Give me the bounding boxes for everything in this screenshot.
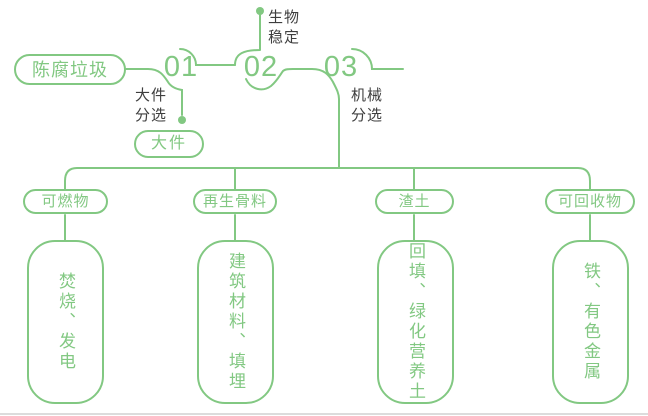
disposal-text: 焚烧、发电 xyxy=(56,272,75,372)
category-label: 可燃物 xyxy=(41,193,90,210)
disposal-text: 回填、绿化营养土 xyxy=(406,242,425,402)
line-step03-drop xyxy=(311,68,340,169)
step-number-01: 01 xyxy=(163,51,199,83)
branch-rail xyxy=(64,167,591,190)
source-label: 陈腐垃圾 xyxy=(32,59,108,80)
process-label-mechanical-sorting: 机械 分选 xyxy=(351,87,384,124)
bulky-item-label: 大件 xyxy=(150,135,187,152)
disposal-box-recyclables: 铁、有色金属 xyxy=(552,240,629,404)
disposal-text: 铁、有色金属 xyxy=(581,262,600,382)
process-label-bio-stabilization: 生物 稳定 xyxy=(268,9,301,46)
step-number-03: 03 xyxy=(323,51,359,83)
category-label: 可回收物 xyxy=(557,193,622,210)
category-label: 再生骨料 xyxy=(202,193,267,210)
dot-bulky-drop xyxy=(178,116,186,124)
source-node: 陈腐垃圾 xyxy=(14,54,126,85)
line-step02-to-step03 xyxy=(245,68,313,91)
process-label-bulky-sorting: 大件 分选 xyxy=(135,87,168,124)
disposal-box-recycled-aggregate: 建筑材料、填埋 xyxy=(197,240,274,404)
category-node-recycled-aggregate: 再生骨料 xyxy=(193,189,277,214)
disposal-box-slag-soil: 回填、绿化营养土 xyxy=(377,240,454,404)
line-source-to-step01 xyxy=(125,68,183,116)
category-node-combustibles: 可燃物 xyxy=(23,189,108,214)
line-step01-to-step02 xyxy=(179,48,236,66)
line-step03-end xyxy=(351,48,404,70)
category-label: 渣土 xyxy=(398,193,431,210)
bottom-divider xyxy=(0,413,648,415)
step-number-02: 02 xyxy=(243,51,279,83)
disposal-text: 建筑材料、填埋 xyxy=(226,252,245,392)
dot-bio-stabilization xyxy=(256,7,264,15)
line-step02-riser xyxy=(234,14,261,66)
bulky-item-node: 大件 xyxy=(134,130,204,158)
disposal-box-combustibles: 焚烧、发电 xyxy=(27,240,104,404)
category-node-slag-soil: 渣土 xyxy=(375,189,454,214)
category-node-recyclables: 可回收物 xyxy=(545,189,635,214)
